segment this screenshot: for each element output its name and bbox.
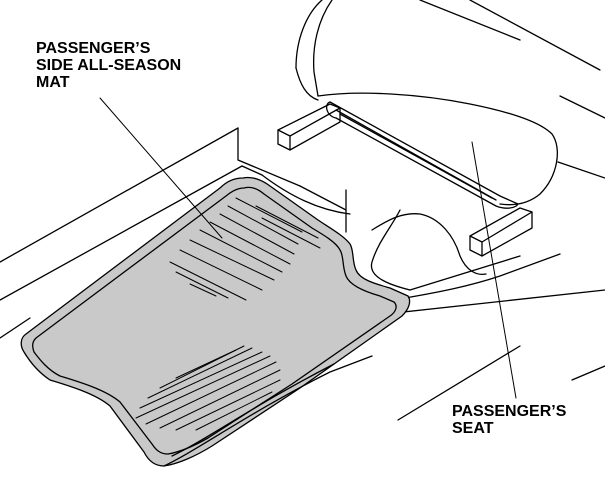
seat-rail: [325, 101, 519, 209]
floor-outline: [0, 127, 301, 339]
left-bracket: [277, 103, 341, 151]
seat-leader-line: [471, 141, 517, 399]
floor-mat-outer-edge: [20, 176, 411, 467]
seat-callout-line-2: SEAT: [452, 420, 494, 437]
right-bracket: [469, 207, 533, 257]
mat-corner-curl: [163, 355, 373, 467]
seat-callout-line-1: PASSENGER’S: [452, 403, 567, 420]
mat-grooves-upper: [169, 197, 321, 301]
mat-leader-line: [99, 97, 223, 239]
mat-callout-line-3: MAT: [36, 74, 70, 91]
seat-callout-label: PASSENGER’S SEAT: [452, 403, 566, 437]
mat-callout-label: PASSENGER’S SIDE ALL-SEASON MAT: [36, 40, 181, 91]
mat-callout-line-2: SIDE ALL-SEASON: [36, 57, 182, 74]
mat-grooves-lower: [135, 345, 281, 431]
seat-outline: [295, 0, 605, 206]
mat-callout-line-1: PASSENGER’S: [36, 40, 151, 57]
